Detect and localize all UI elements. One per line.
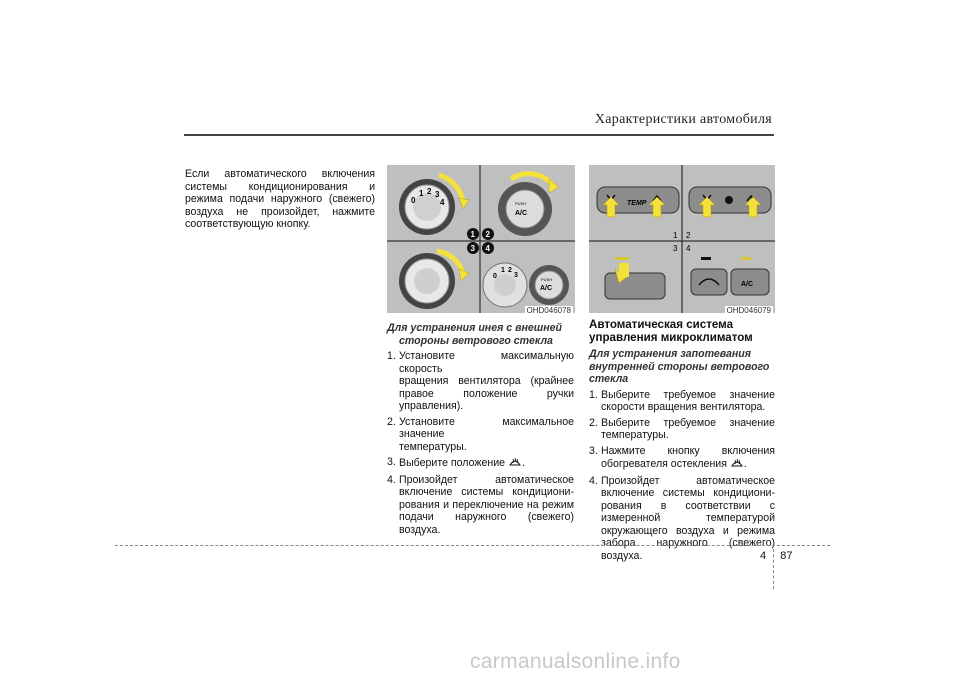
svg-text:2: 2 [508, 267, 512, 274]
defrost-button-icon [604, 257, 666, 300]
knob-number: 3 [435, 190, 440, 199]
list-item: 4. Произойдет автоматическое включение с… [387, 473, 574, 536]
right-column: Автоматическая система управления микрок… [589, 318, 775, 565]
list-item: 4. Произойдет автоматическое включение с… [589, 474, 775, 562]
knob-number: 1 [419, 189, 424, 198]
fan-knob-icon: 0 1 2 3 4 [399, 172, 470, 235]
title-line: управления микроклиматом [589, 331, 753, 344]
ac-button-icon: A/C [730, 257, 770, 296]
watermark: carmanualsonline.info [470, 650, 681, 673]
page-number-value: 87 [780, 550, 793, 562]
fan-rocker-icon [688, 186, 772, 218]
quadrant-number: 1 [673, 231, 678, 240]
section-heading: Для устранения инея с внешней стороны ве… [387, 322, 574, 347]
intro-line: системы кондиционирования и [185, 180, 375, 193]
marker-2: 2 [486, 230, 491, 239]
svg-text:PUSH: PUSH [541, 277, 552, 282]
knob-number: 4 [440, 198, 445, 207]
footer-divider [773, 549, 774, 589]
push-label: PUSH [515, 201, 526, 206]
chapter-number: 4 [760, 550, 767, 562]
manual-climate-illustration: 0 1 2 3 4 PUSH A/C 1 2 3 4 [387, 165, 575, 313]
quadrant-number: 4 [686, 244, 691, 253]
subheading-line: стекла [589, 373, 629, 385]
list-item: 2. Установите максимальное значение темп… [387, 415, 574, 453]
marker-1: 1 [471, 230, 476, 239]
list-item: 2. Выберите требуемое значение температу… [589, 416, 775, 442]
header-rule [184, 134, 774, 136]
intro-line: Если автоматического включения [185, 168, 375, 180]
svg-text:0: 0 [493, 273, 497, 280]
figure-manual-climate: 0 1 2 3 4 PUSH A/C 1 2 3 4 [387, 165, 575, 315]
list-item: 3. Нажмите кнопку включения обогревателя… [589, 444, 775, 472]
ac-label: A/C [515, 210, 527, 217]
heading-line: стороны ветрового стекла [399, 334, 553, 347]
auto-climate-illustration: TEMP 1 2 3 4 [589, 165, 775, 313]
subheading-line: Для устранения запотевания [589, 348, 751, 360]
svg-text:1: 1 [501, 267, 505, 274]
section-title: Автоматическая система управления микрок… [589, 318, 775, 344]
svg-text:3: 3 [514, 272, 518, 279]
recirc-button-icon [690, 257, 728, 296]
middle-column: Для устранения инея с внешней стороны ве… [387, 322, 574, 539]
defrost-icon [730, 457, 744, 472]
svg-text:A/C: A/C [540, 285, 552, 292]
steps-list: 1. Установите максимальную скорость вращ… [387, 350, 574, 536]
temp-rocker-icon: TEMP [596, 186, 680, 218]
fan-knob-small-icon: 0 1 2 3 [482, 262, 528, 308]
figure-code: OHD046078 [524, 306, 573, 315]
list-item: 1. Установите максимальную скорость вращ… [387, 350, 574, 412]
intro-line: воздуха не произойдет, нажмите [185, 205, 375, 218]
section-subheading: Для устранения запотевания внутренней ст… [589, 348, 775, 386]
heading-line: Для устранения инея с внешней [387, 322, 562, 334]
marker-4: 4 [486, 244, 491, 253]
list-item: 1. Выберите требуемое значение скорости … [589, 388, 775, 414]
temp-label: TEMP [627, 200, 647, 207]
defrost-icon [508, 456, 522, 471]
steps-list: 1. Выберите требуемое значение скорости … [589, 389, 775, 563]
temperature-knob-icon: PUSH A/C [498, 171, 560, 236]
list-item: 3. Выберите положение . [387, 456, 525, 471]
footer-rule [115, 545, 830, 546]
figure-auto-climate: TEMP 1 2 3 4 [589, 165, 775, 315]
page-number: 4 87 [760, 550, 793, 562]
ac-label: A/C [741, 281, 753, 288]
mode-knob-icon [399, 248, 470, 309]
subheading-line: внутренней стороны ветрового [589, 360, 770, 373]
knob-number: 2 [427, 187, 432, 196]
intro-line: соответствующую кнопку. [185, 218, 311, 230]
step-markers: 1 2 3 4 [467, 228, 494, 254]
figure-code: OHD046079 [724, 306, 773, 315]
page-header-title: Характеристики автомобиля [594, 112, 772, 127]
intro-line: режима подачи наружного (свежего) [185, 193, 375, 205]
title-line: Автоматическая система [589, 318, 734, 331]
quadrant-number: 2 [686, 231, 691, 240]
intro-paragraph: Если автоматического включения системы к… [185, 168, 375, 231]
quadrant-number: 3 [673, 244, 678, 253]
knob-number: 0 [411, 196, 416, 205]
ac-knob-small-icon: PUSH A/C [529, 265, 569, 305]
marker-3: 3 [471, 244, 476, 253]
